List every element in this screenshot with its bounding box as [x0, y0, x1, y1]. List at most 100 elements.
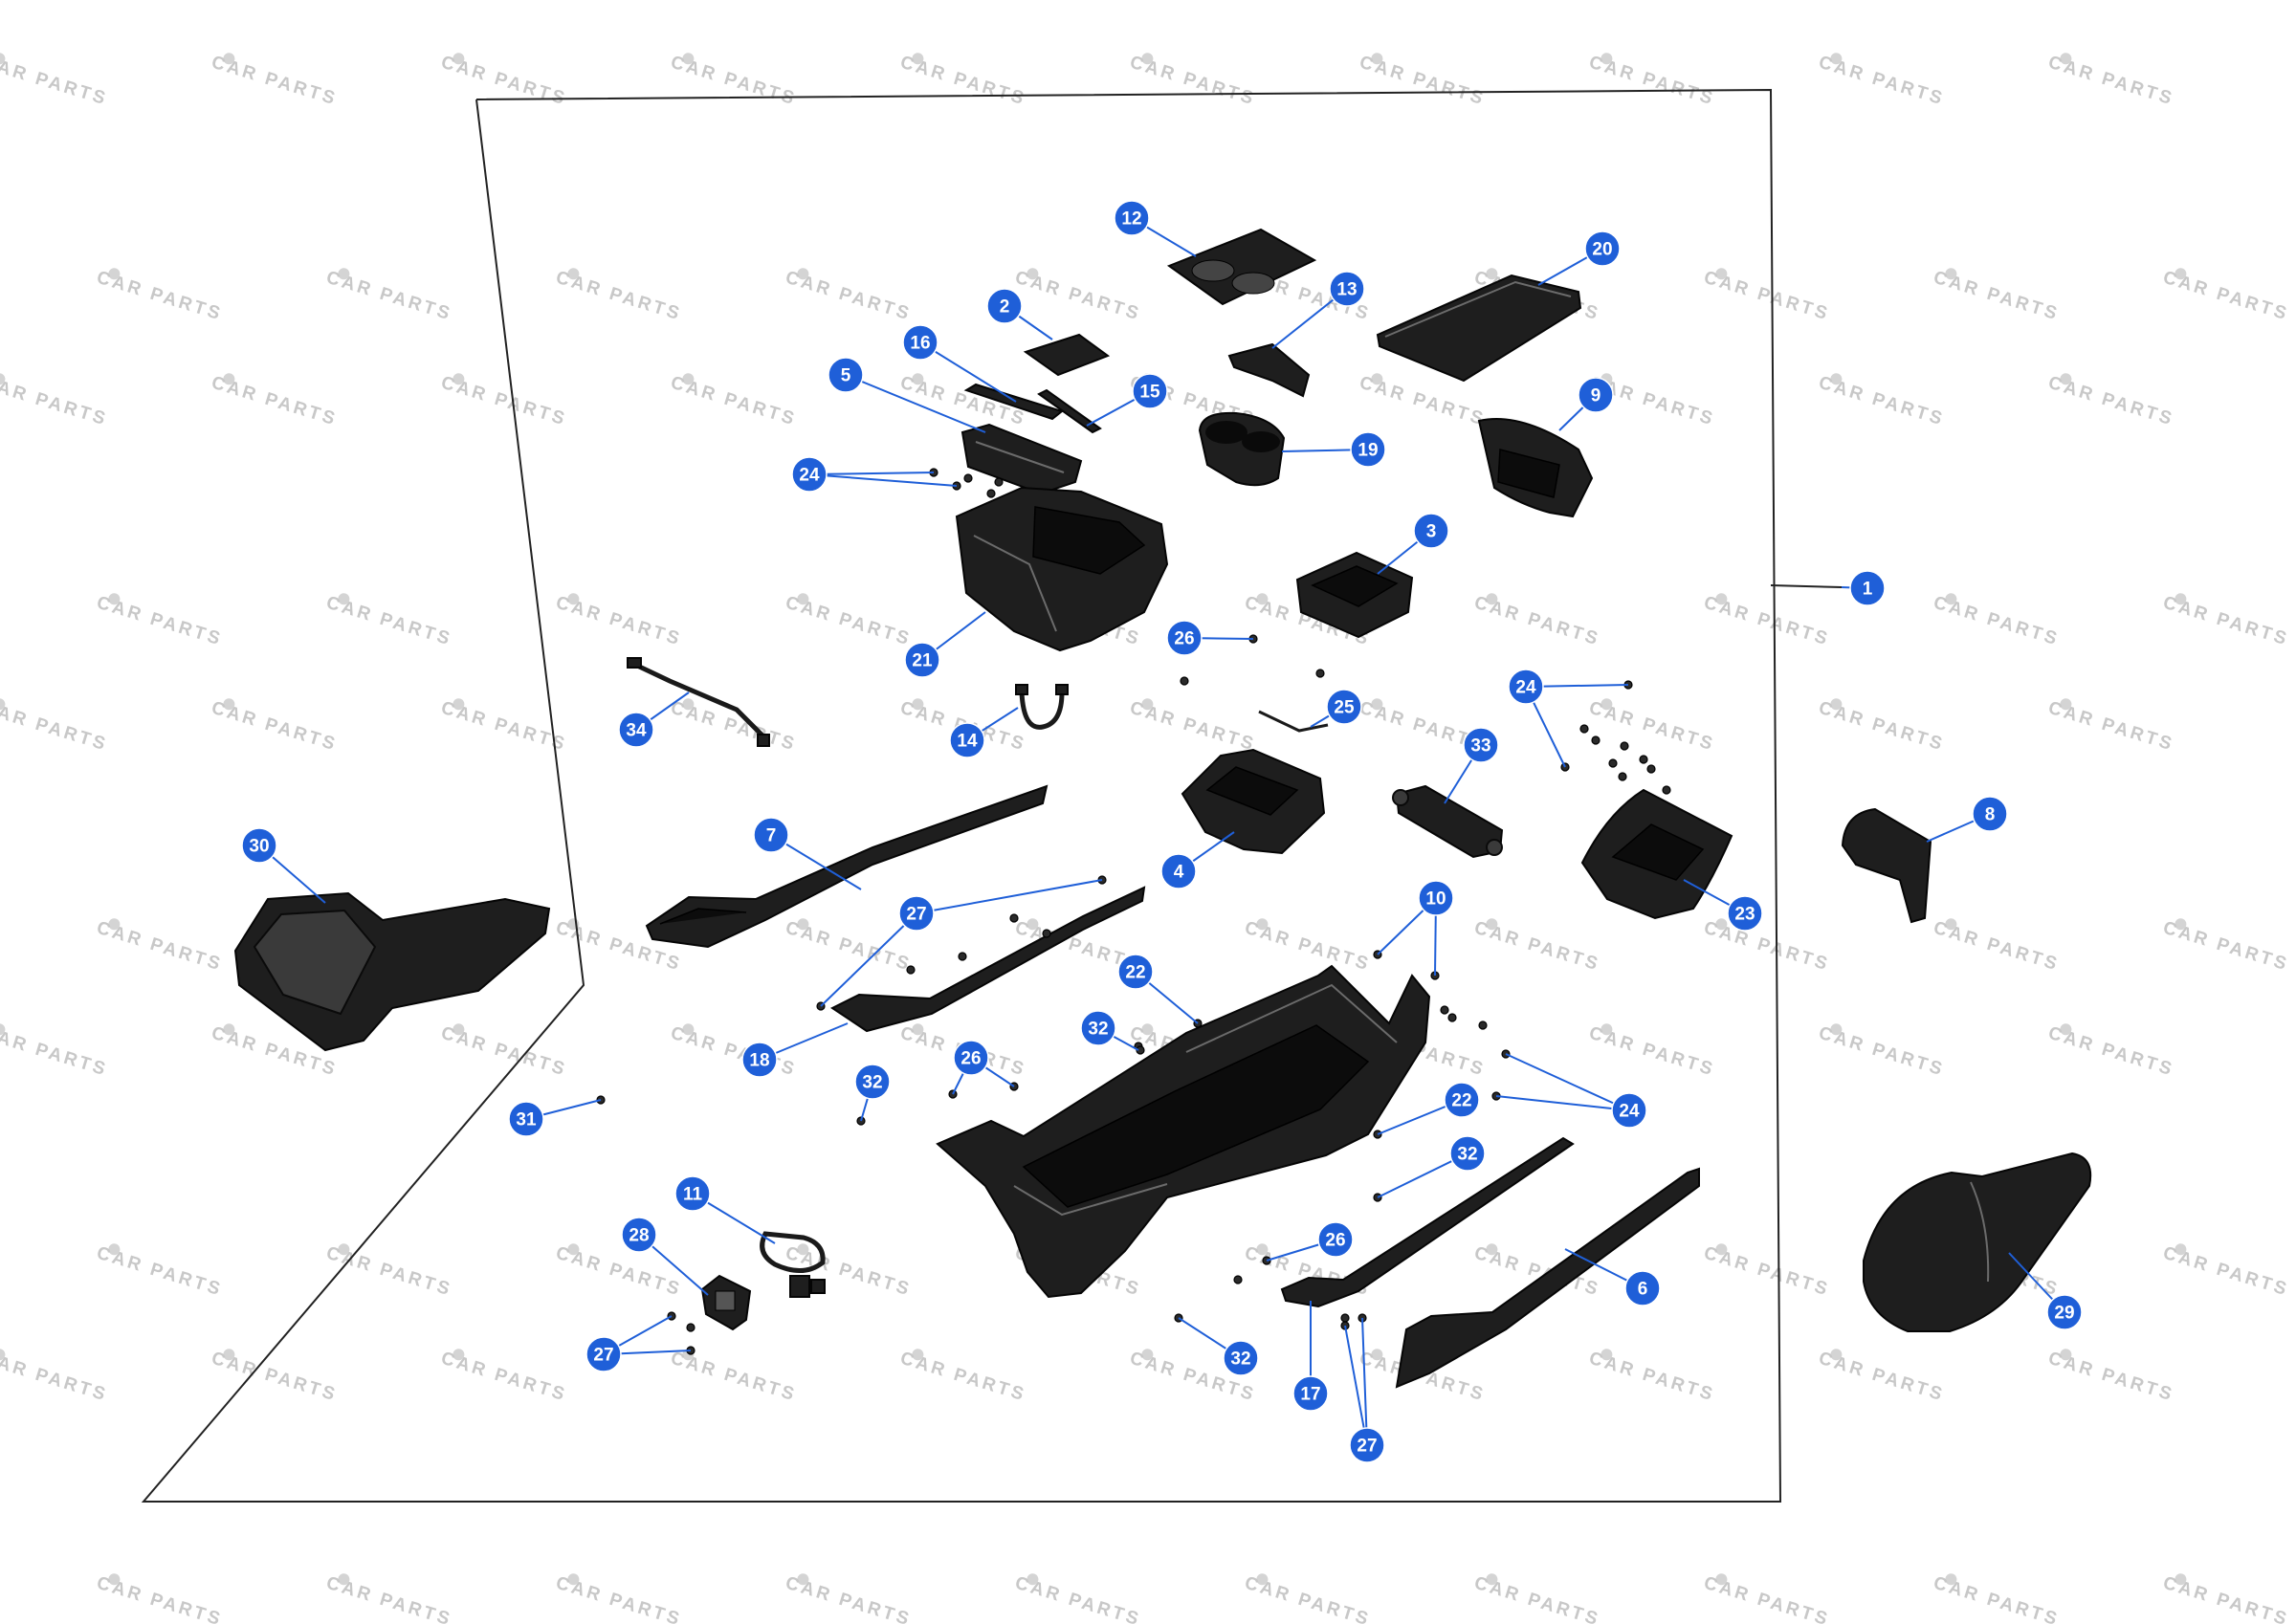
callout-1[interactable]: 1	[1849, 570, 1886, 606]
watermark-text: CAR PARTS	[1702, 918, 1833, 976]
callout-number: 27	[906, 905, 926, 925]
callout-28[interactable]: 28	[621, 1217, 657, 1253]
callout-32[interactable]: 32	[854, 1064, 891, 1100]
watermark: CAR PARTS	[95, 1573, 226, 1624]
callout-badge	[791, 456, 828, 493]
callout-25[interactable]: 25	[1326, 689, 1362, 725]
watermark: CAR PARTS	[2161, 268, 2292, 325]
watermark: CAR PARTS	[898, 53, 1029, 110]
callout-10[interactable]: 10	[1418, 880, 1454, 916]
callout-22[interactable]: 22	[1444, 1082, 1480, 1118]
callout-26[interactable]: 26	[953, 1040, 989, 1076]
callout-number: 16	[910, 334, 930, 354]
callout-34[interactable]: 34	[618, 712, 654, 748]
callout-32[interactable]: 32	[1223, 1340, 1259, 1376]
callout-13[interactable]: 13	[1329, 271, 1365, 307]
watermark-text: CAR PARTS	[1702, 1243, 1833, 1301]
watermark-text: CAR PARTS	[324, 1573, 455, 1624]
part-10-console-body	[936, 964, 1431, 1299]
callout-11[interactable]: 11	[674, 1175, 711, 1212]
callout-3[interactable]: 3	[1413, 513, 1449, 549]
callout-23[interactable]: 23	[1727, 895, 1763, 932]
callout-14[interactable]: 14	[949, 722, 985, 758]
callout-32[interactable]: 32	[1449, 1135, 1486, 1172]
callout-27[interactable]: 27	[585, 1336, 622, 1372]
callout-24[interactable]: 24	[791, 456, 828, 493]
watermark: CAR PARTS	[1128, 53, 1259, 110]
watermark-text: CAR PARTS	[95, 918, 226, 976]
callout-33[interactable]: 33	[1463, 727, 1499, 763]
watermark-text: CAR PARTS	[95, 268, 226, 325]
callout-number: 26	[1174, 629, 1194, 649]
callout-8[interactable]: 8	[1972, 796, 2008, 832]
callout-27[interactable]: 27	[898, 895, 935, 932]
callout-badge	[1578, 377, 1614, 413]
callout-22[interactable]: 22	[1117, 954, 1154, 990]
callout-2[interactable]: 2	[986, 288, 1023, 324]
callout-32[interactable]: 32	[1080, 1010, 1116, 1046]
callout-17[interactable]: 17	[1292, 1375, 1329, 1412]
callout-6[interactable]: 6	[1624, 1270, 1661, 1306]
watermark: CAR PARTS	[1702, 268, 1833, 325]
callout-7[interactable]: 7	[753, 817, 789, 853]
callout-number: 9	[1591, 386, 1601, 406]
watermark: CAR PARTS	[784, 1573, 915, 1624]
callout-number: 24	[1515, 678, 1536, 698]
callout-number: 34	[626, 721, 647, 741]
watermark: CAR PARTS	[1702, 1243, 1833, 1301]
callout-30[interactable]: 30	[241, 827, 277, 864]
watermark-text: CAR PARTS	[95, 593, 226, 650]
watermark: CAR PARTS	[439, 1349, 570, 1406]
callout-29[interactable]: 29	[2046, 1294, 2083, 1330]
callout-5[interactable]: 5	[828, 357, 864, 393]
callout-18[interactable]: 18	[741, 1042, 778, 1078]
callout-21[interactable]: 21	[904, 642, 940, 678]
callout-27[interactable]: 27	[1349, 1427, 1385, 1463]
callout-16[interactable]: 16	[902, 324, 938, 361]
watermark-text: CAR PARTS	[784, 918, 915, 976]
callout-4[interactable]: 4	[1160, 853, 1197, 889]
callout-9[interactable]: 9	[1578, 377, 1614, 413]
watermark-text: CAR PARTS	[1932, 593, 2063, 650]
callout-number: 10	[1425, 889, 1446, 910]
leader-lines	[258, 217, 2065, 1446]
watermark-text: CAR PARTS	[1587, 1349, 1718, 1406]
watermark-text: CAR PARTS	[554, 268, 685, 325]
callout-24[interactable]: 24	[1508, 669, 1544, 705]
watermark-text: CAR PARTS	[0, 53, 110, 110]
watermark-text: CAR PARTS	[1817, 698, 1948, 756]
callout-number: 12	[1121, 209, 1141, 230]
watermark-text: CAR PARTS	[784, 268, 915, 325]
callout-badge	[2046, 1294, 2083, 1330]
watermark: CAR PARTS	[439, 53, 570, 110]
watermark: CAR PARTS	[1128, 698, 1259, 756]
callout-15[interactable]: 15	[1132, 373, 1168, 409]
callout-number: 26	[960, 1049, 981, 1069]
callout-badge	[1584, 230, 1621, 267]
callout-26[interactable]: 26	[1317, 1221, 1354, 1258]
callout-12[interactable]: 12	[1114, 200, 1150, 236]
callout-badge	[1160, 853, 1197, 889]
part-4-pocket	[1181, 748, 1326, 855]
watermark: CAR PARTS	[2161, 1573, 2292, 1624]
watermark-text: CAR PARTS	[1472, 918, 1603, 976]
part-15-strip	[1037, 388, 1102, 434]
watermark: CAR PARTS	[898, 1349, 1029, 1406]
watermark-text: CAR PARTS	[1932, 268, 2063, 325]
callout-24[interactable]: 24	[1611, 1092, 1647, 1129]
callout-26[interactable]: 26	[1166, 620, 1203, 656]
watermark: CAR PARTS	[1013, 1573, 1144, 1624]
watermark: CAR PARTS	[95, 593, 226, 650]
watermark-text: CAR PARTS	[554, 1243, 685, 1301]
callout-20[interactable]: 20	[1584, 230, 1621, 267]
watermark: CAR PARTS	[210, 1349, 341, 1406]
watermark: CAR PARTS	[784, 918, 915, 976]
watermark-text: CAR PARTS	[1817, 53, 1948, 110]
callout-badge	[1611, 1092, 1647, 1129]
callout-number: 24	[1619, 1102, 1640, 1122]
part-8-trim	[1841, 807, 1932, 924]
callout-19[interactable]: 19	[1350, 431, 1386, 468]
callout-31[interactable]: 31	[508, 1101, 544, 1137]
watermark: CAR PARTS	[95, 918, 226, 976]
